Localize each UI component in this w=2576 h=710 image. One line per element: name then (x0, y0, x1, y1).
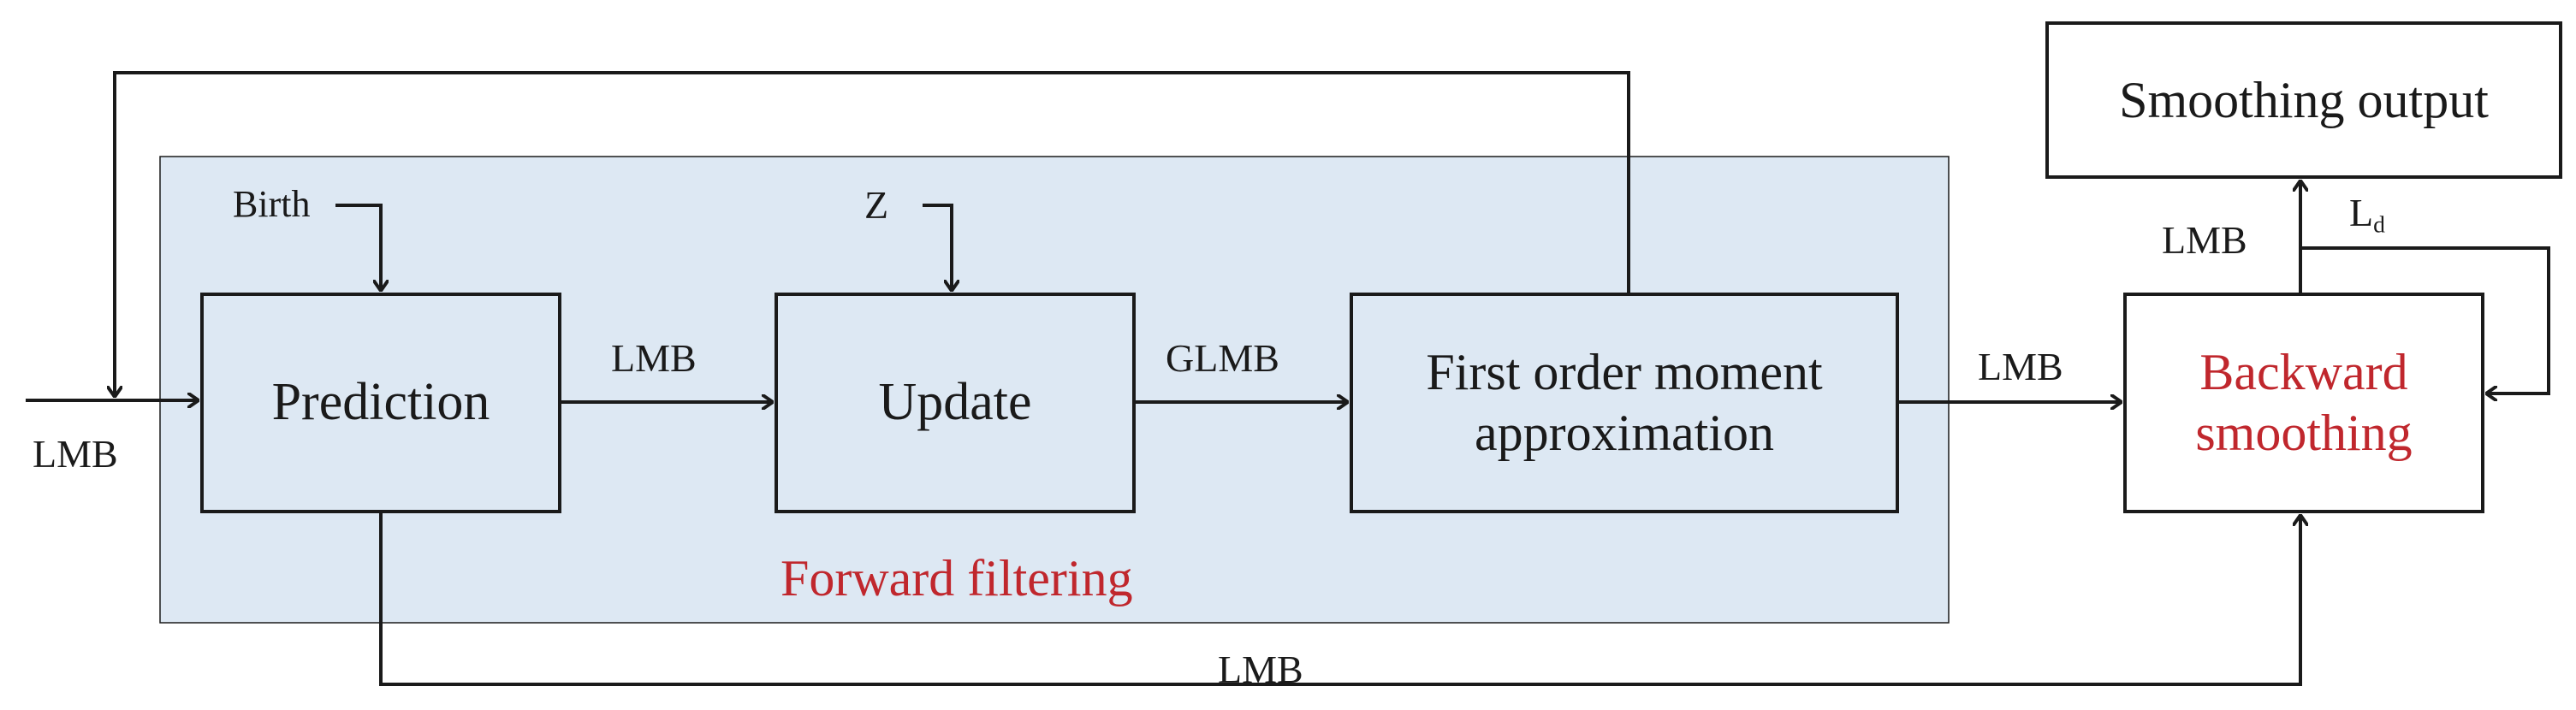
feedback-ld-main: L (2349, 191, 2374, 234)
prediction-smoothing-lmb-label: LMB (1218, 648, 1303, 691)
update-label-wrapper: Update (776, 294, 1134, 512)
prediction-update-lmb-label: LMB (611, 336, 697, 380)
birth-label: Birth (233, 183, 311, 225)
prediction-to-smoothing-arrow (379, 512, 2300, 686)
backward-smoothing-label-line1: Backward (2199, 344, 2408, 401)
prediction-label: Prediction (271, 373, 490, 432)
smoothing-output-label-wrapper: Smoothing output (2047, 23, 2561, 177)
measurement-z-label: Z (864, 183, 889, 227)
backward-smoothing-label-wrapper: Backward smoothing (2125, 294, 2483, 512)
update-approximation-glmb-label: GLMB (1166, 336, 1279, 380)
smoothing-feedback-arrow (2300, 246, 2550, 393)
backward-smoothing-block (2123, 293, 2484, 513)
update-label: Update (878, 373, 1032, 432)
measurement-arrow (923, 204, 952, 291)
backward-smoothing-label-line2: smoothing (2195, 405, 2413, 461)
feedback-loop-arrow (115, 71, 1630, 397)
approximation-label-line2: approximation (1475, 405, 1774, 461)
feedback-ld-subscript: d (2373, 210, 2385, 238)
approximation-label-wrapper: First order moment approximation (1351, 294, 1897, 512)
smoothing-output-label: Smoothing output (2119, 71, 2489, 128)
input-lmb-label: LMB (33, 432, 118, 476)
smoothing-output-lmb-label: LMB (2162, 218, 2247, 262)
birth-arrow (335, 204, 381, 291)
prediction-label-wrapper: Prediction (202, 294, 560, 512)
forward-filtering-label: Forward filtering (781, 550, 1133, 606)
forward-filtering-region (159, 156, 1950, 624)
approximation-label-line1: First order moment (1426, 344, 1823, 401)
approximation-smoothing-lmb-label: LMB (1978, 345, 2063, 388)
feedback-ld-label: Ld (2349, 191, 2385, 238)
smoothing-output-block (2045, 21, 2562, 179)
